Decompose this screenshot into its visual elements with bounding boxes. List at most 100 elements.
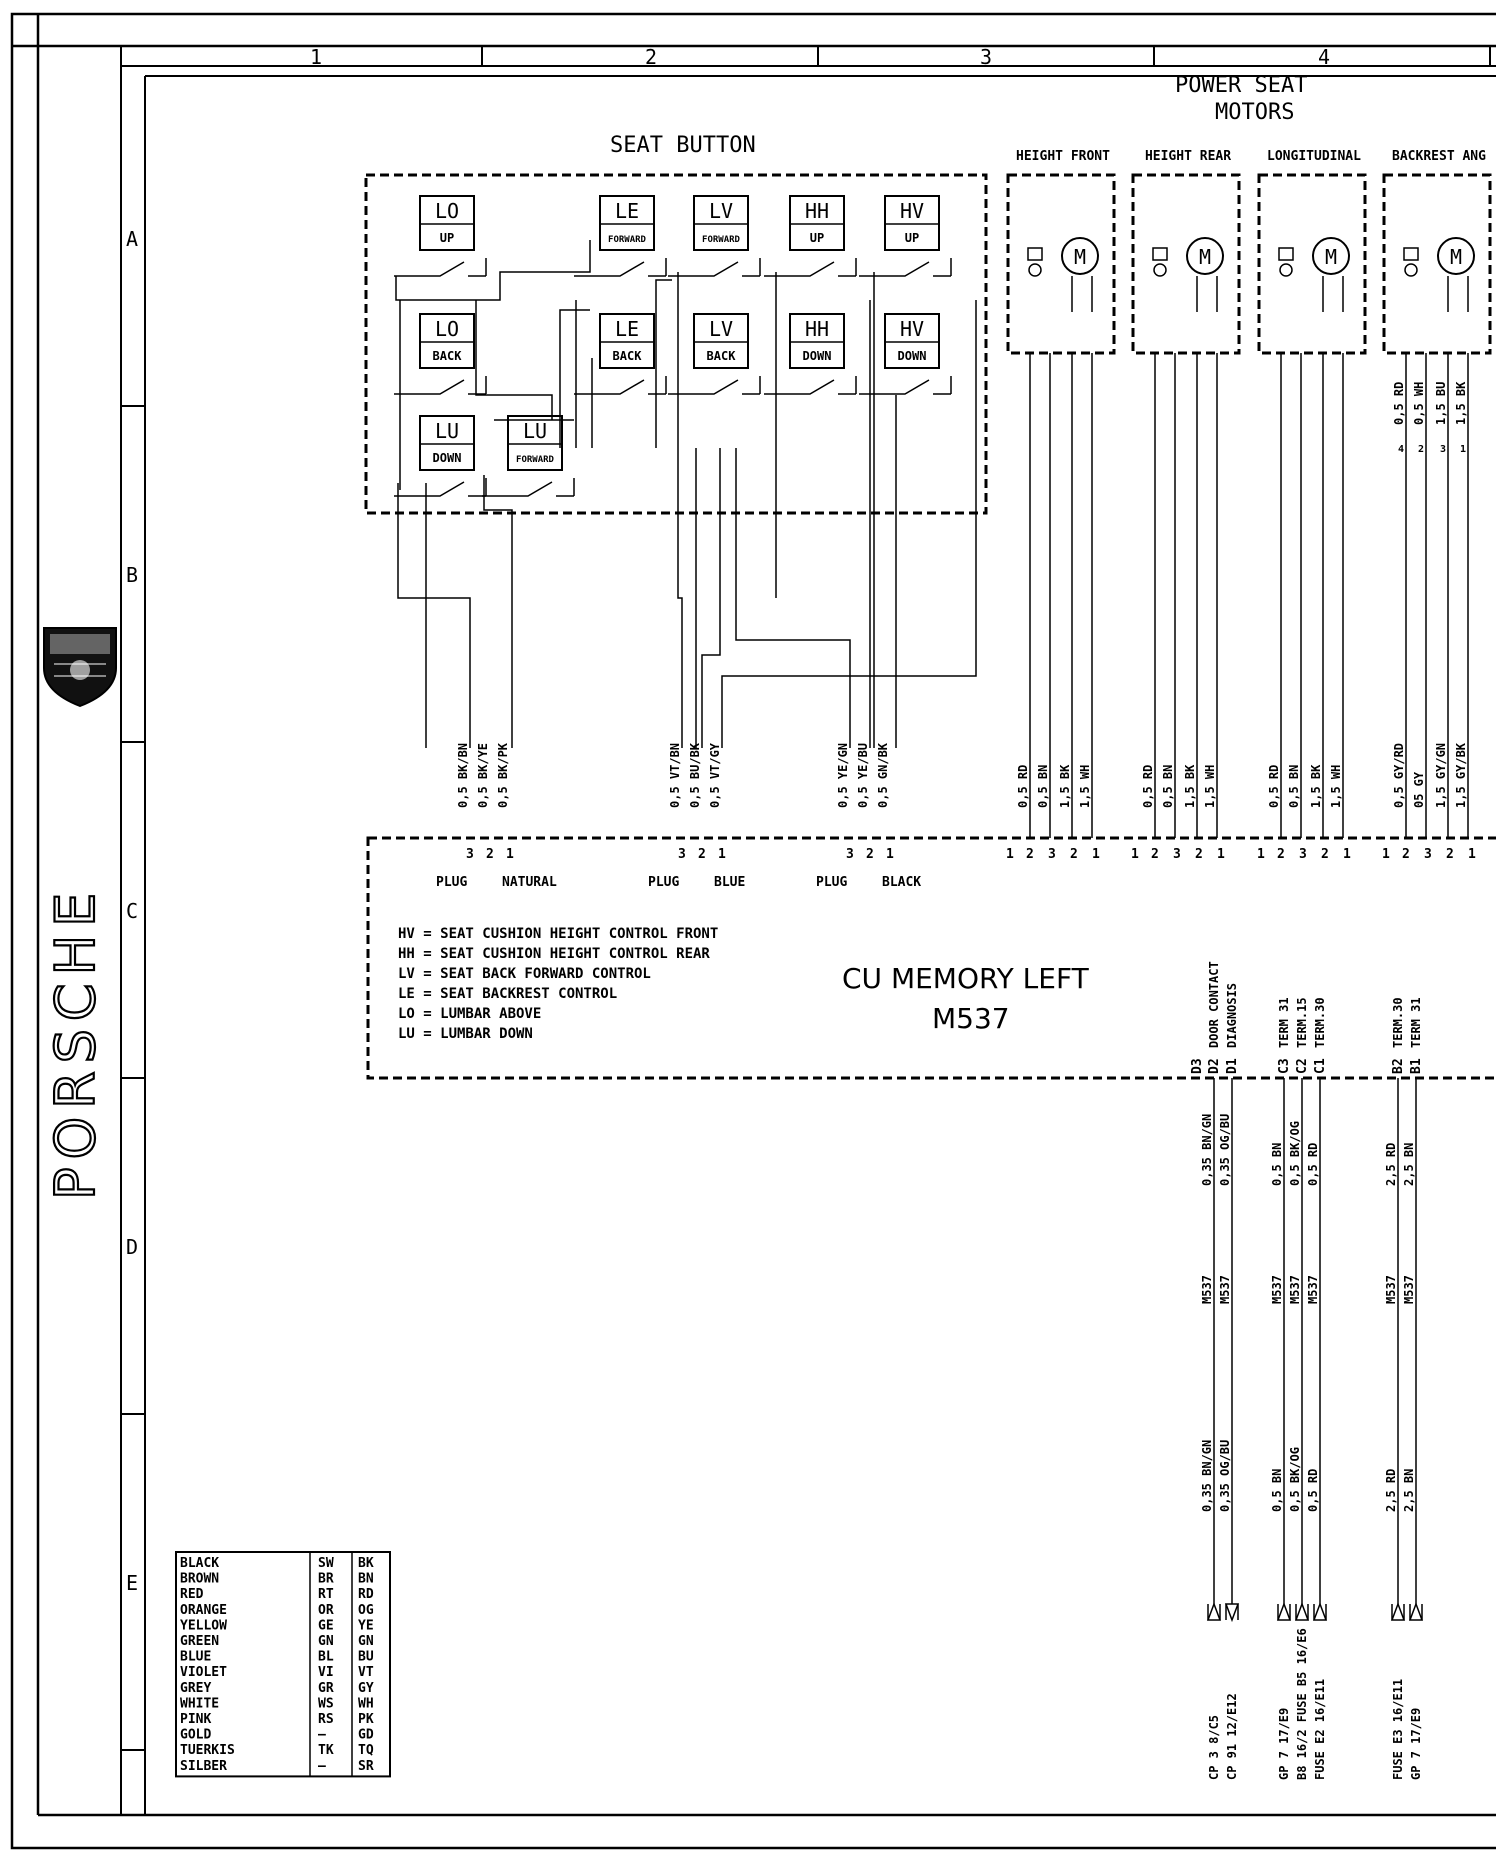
switch-contact [482,481,553,497]
color-name: BROWN [180,1572,219,1587]
pin-number: 1 [1131,847,1139,862]
pin-number: 1 [718,847,726,862]
switch-contact [668,379,739,395]
switch-code: HH [805,317,829,341]
pin-number: 2 [1321,847,1329,862]
plug-name: PLUG [648,875,679,890]
switch-contact [859,261,930,277]
color-name: ORANGE [180,1603,227,1618]
wire-label: 0,5 YE/GN [836,743,850,808]
outer-frame [10,12,1496,1850]
wire-label: 0,5 BN [1287,765,1301,808]
switch-code: LU [435,419,459,443]
color-code-en: WH [358,1696,374,1711]
pin-id: C3 [1277,1058,1292,1074]
pin-number: 1 [506,847,514,862]
color-name: SILBER [180,1759,227,1774]
switch-label: BACK [613,349,643,363]
motor-box [1382,173,1492,355]
color-name: BLACK [180,1556,219,1571]
motor-box [1131,173,1241,355]
wire-label: 0,35 OG/BU [1218,1440,1232,1512]
wire-label: 0,5 GN/BK [876,742,890,808]
pin-number: 2 [1446,847,1454,862]
switch-label: FORWARD [516,455,555,465]
pin-number: 1 [1343,847,1351,862]
control-unit-code: M537 [932,1002,1010,1035]
motor-label: HEIGHT REAR [1145,149,1231,164]
pin-id: B1 [1409,1058,1424,1074]
seat-button-box [364,173,988,515]
control-unit-title: CU MEMORY LEFT [842,962,1090,995]
color-name: RED [180,1587,204,1602]
color-code-de: — [318,1728,326,1743]
abbrev-line: HH = SEAT CUSHION HEIGHT CONTROL REAR [398,946,710,962]
plug-name: PLUG [436,875,467,890]
wire-label: 1,5 WH [1078,765,1092,808]
pin-number: 1 [1006,847,1014,862]
wire-label: 0,5 RD [1267,765,1281,808]
wire-label: 1,5 GY/GN [1434,743,1448,808]
connector-arrow-icon [1408,1601,1424,1621]
row-label: C [126,899,138,923]
switch-label: FORWARD [608,235,647,245]
wire-label: 0,5 WH [1412,382,1426,425]
pin-number: 4 [1398,444,1404,455]
motor-icon [1312,237,1350,275]
color-code-de: OR [318,1603,334,1618]
row-label: A [126,227,138,251]
color-name: VIOLET [180,1665,227,1680]
pin-number: 2 [486,847,494,862]
switch-contact [764,379,835,395]
wire-label: 0,5 BK/OG [1288,1447,1302,1512]
wire-destination: FUSE E3 16/E11 [1391,1679,1405,1780]
wire-destination: GP 7 17/E9 [1409,1708,1423,1780]
switch-contact [394,261,465,277]
wire-label: 1,5 BK [1454,381,1468,425]
motor-symbol: M [1450,245,1462,269]
color-name: GREY [180,1681,211,1696]
switch-bus [395,240,591,490]
wire-label: 0,5 BK/BN [456,743,470,808]
wire-label: 0,5 BU/BK [688,742,702,808]
color-code-de: BR [318,1572,334,1587]
switch-label: UP [440,231,454,245]
wire-destination: FUSE E2 16/E11 [1313,1679,1327,1780]
switch-frame [693,313,749,369]
pin-id: D3 [1190,1058,1205,1074]
switch-label: BACK [707,349,737,363]
switch-frame [884,313,940,369]
pin-id: D1 [1225,1058,1240,1074]
connector-arrow-icon [1206,1601,1222,1621]
color-code-de: SW [318,1556,334,1571]
color-code-de: — [318,1759,326,1774]
color-code-en: BN [358,1572,374,1587]
wire-label: 0,5 BN [1036,765,1050,808]
wire-label: 0,5 BN [1270,1143,1284,1186]
wire-label: 1,5 WH [1203,765,1217,808]
sensor-icon [1279,263,1293,277]
motor-icon [1437,237,1475,275]
switch-label: BACK [433,349,463,363]
sensor-icon [1404,263,1418,277]
wire-label: 0,5 BK/PK [496,742,510,808]
wire-label: 2,5 RD [1384,1469,1398,1512]
cu-pin-d3: D3 [1190,1058,1205,1074]
